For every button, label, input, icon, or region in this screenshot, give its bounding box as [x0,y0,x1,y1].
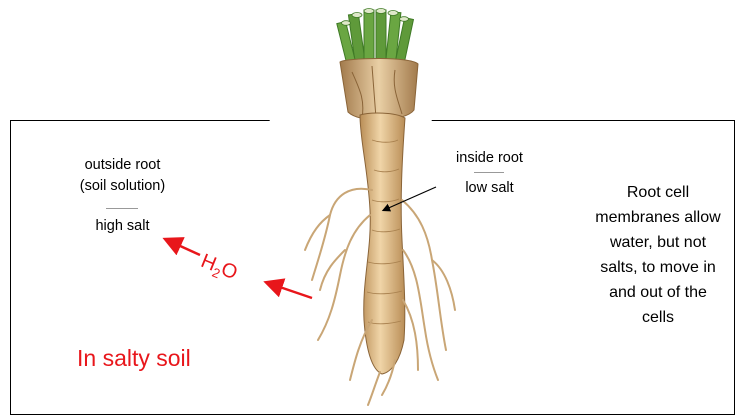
pointer-arrow [384,187,436,210]
salty-soil-label: In salty soil [77,345,191,372]
water-flow-arrow [268,283,312,298]
membrane-explanation: Root cell membranes allow water, but not… [593,180,723,330]
water-flow-arrow [167,240,200,255]
